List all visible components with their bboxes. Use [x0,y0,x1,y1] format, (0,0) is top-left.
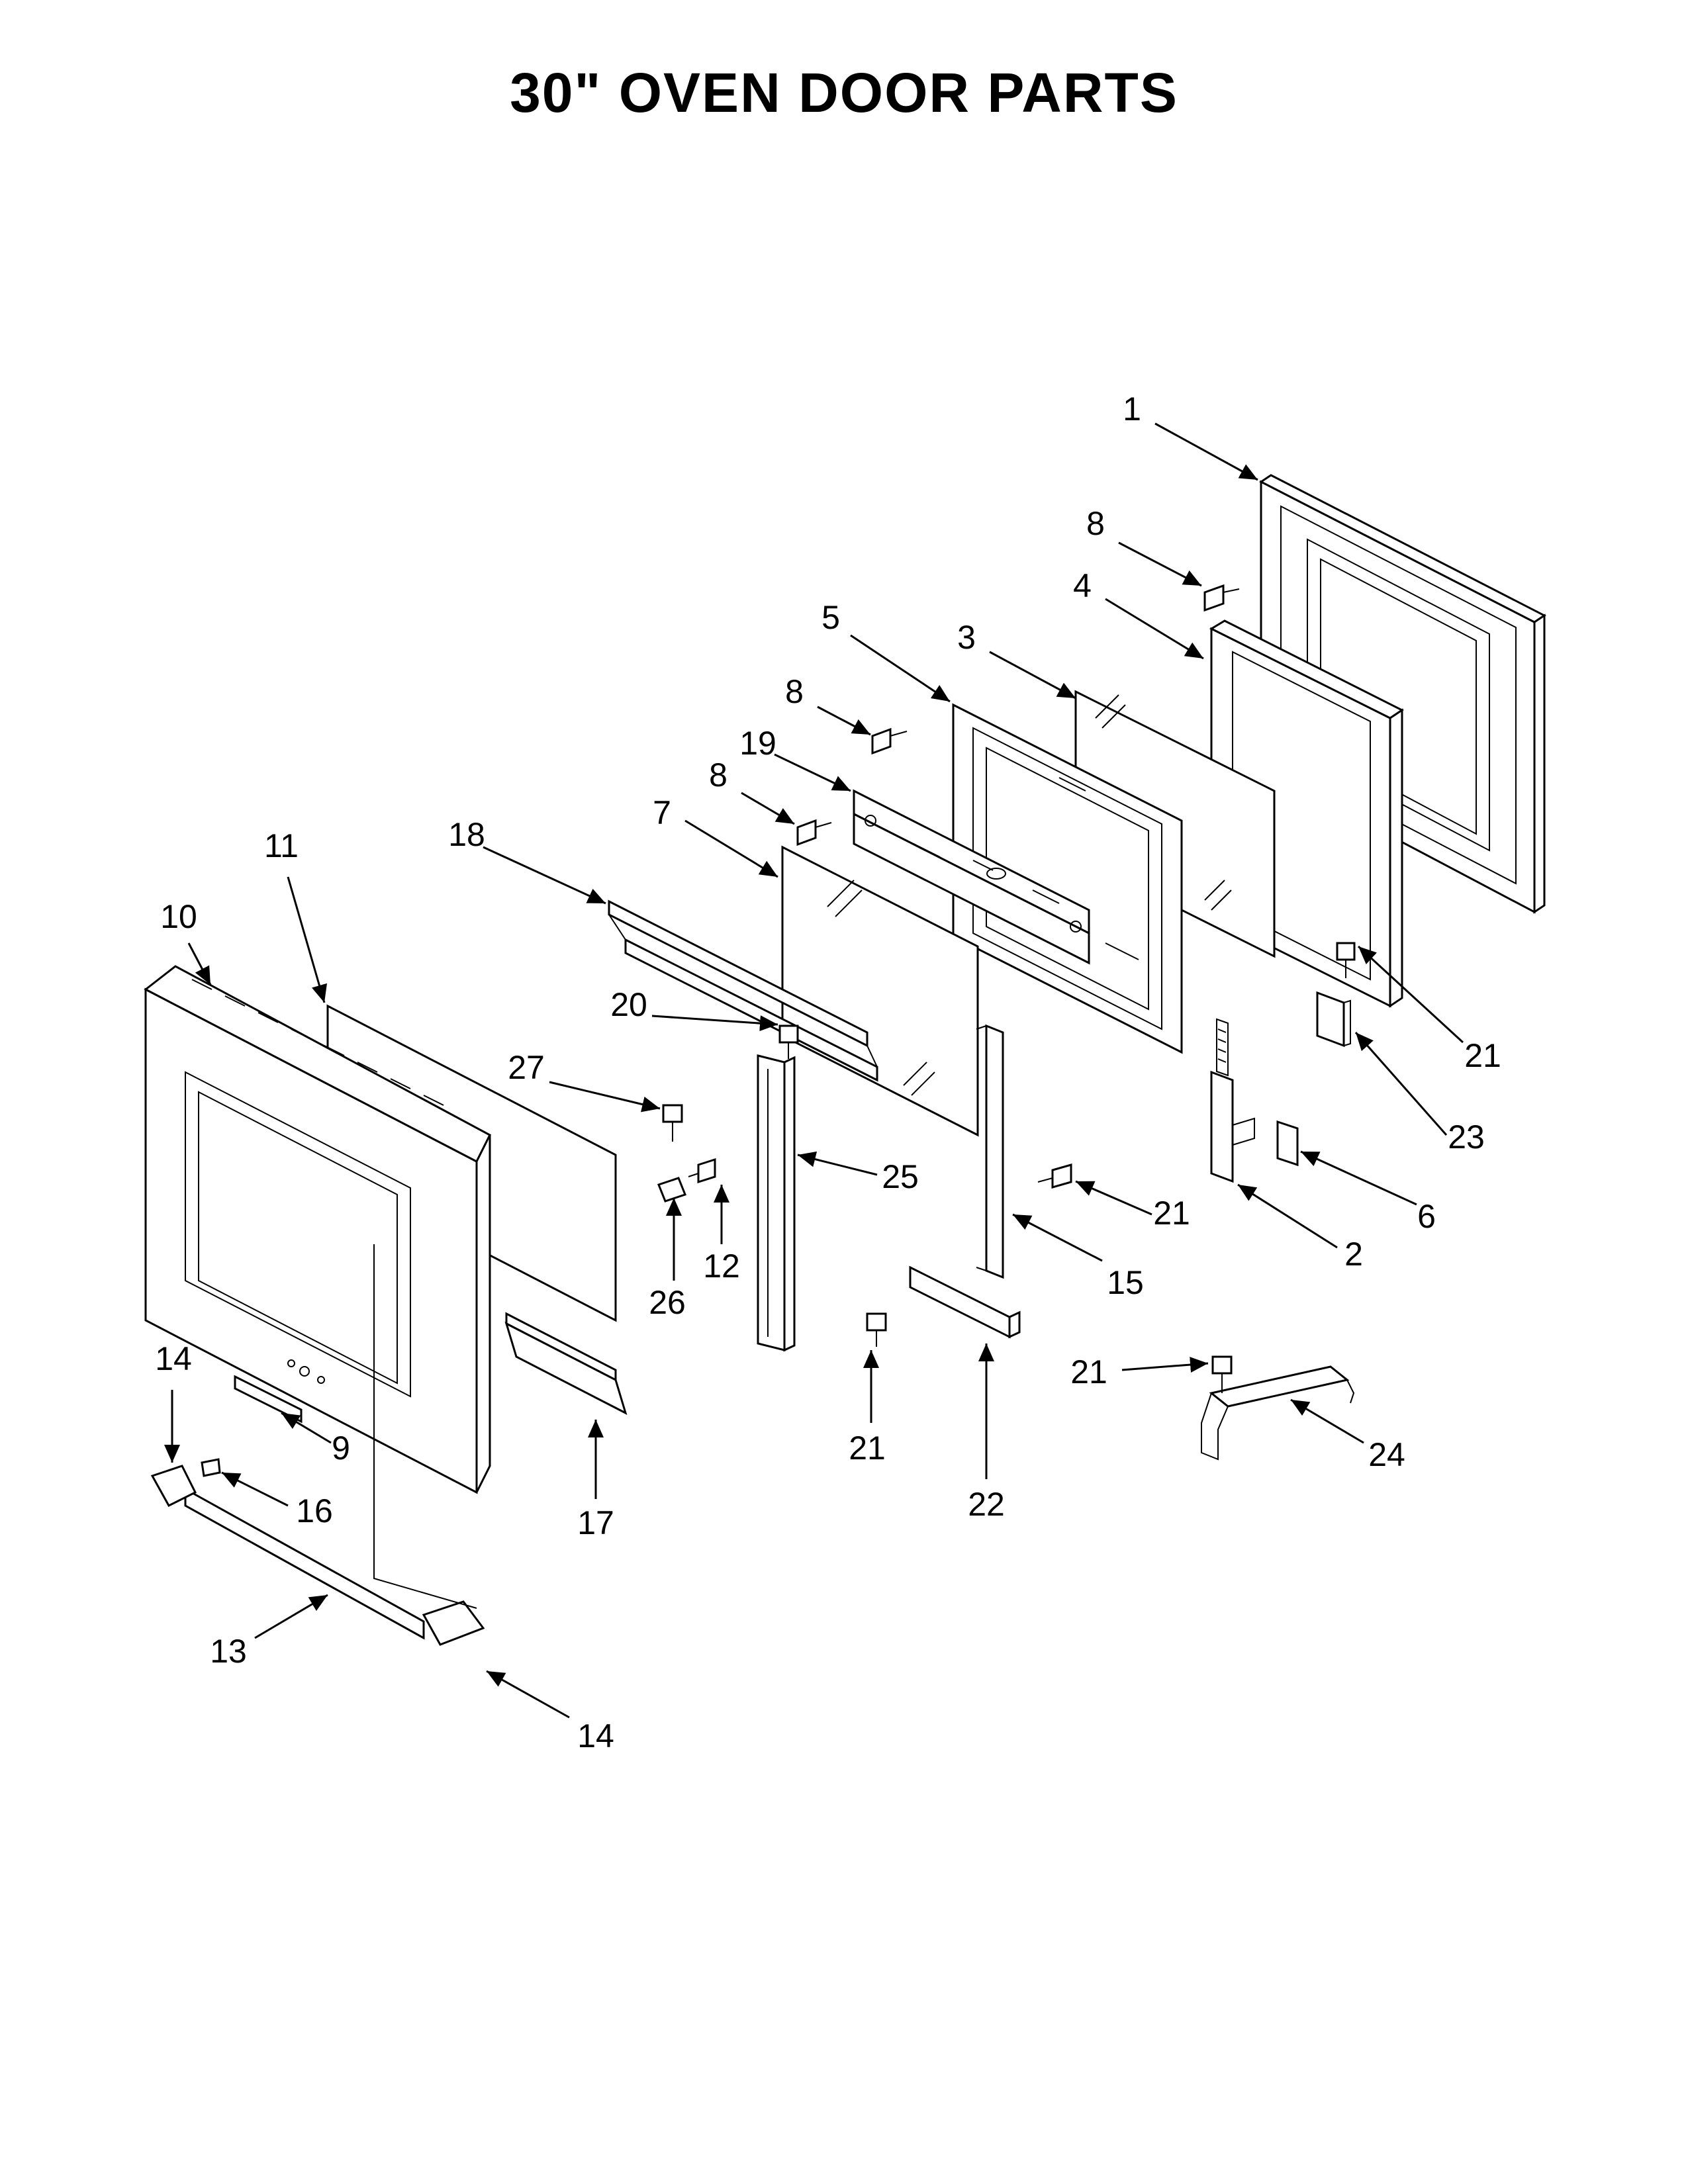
callout-21: 21 [1464,1037,1501,1074]
nut-26-icon [657,1177,686,1203]
screw-8c-icon [796,819,832,846]
callout-27: 27 [508,1049,545,1086]
part-glass-bracket [853,789,1090,965]
callout-18: 18 [448,816,485,853]
callout-24: 24 [1368,1436,1405,1473]
callout-9: 9 [332,1430,350,1467]
part-side-channel [757,1054,796,1352]
callout-21: 21 [1153,1195,1190,1232]
callout-15: 15 [1107,1264,1144,1301]
part-hinge-receptacle [1276,1120,1299,1167]
screw-21d-icon [1211,1355,1233,1393]
callout-13: 13 [210,1633,247,1670]
part-door-outer-panel [144,965,491,1494]
callout-12: 12 [703,1248,740,1285]
callout-21: 21 [1070,1353,1107,1390]
part-door-handle [150,1244,485,1646]
callout-23: 23 [1448,1118,1485,1156]
part-bottom-trim [504,1312,628,1415]
part-outer-glass [781,845,979,1137]
callout-7: 7 [653,794,671,831]
part-top-trim [608,899,878,1082]
callout-5: 5 [821,599,840,636]
part-small-bracket [1316,991,1351,1048]
callout-26: 26 [649,1284,686,1321]
callout-19: 19 [739,725,776,762]
callout-2: 2 [1344,1236,1363,1273]
callout-16: 16 [296,1492,333,1529]
callout-11: 11 [264,827,299,864]
part-bottom-bracket [909,1265,1021,1339]
callout-1: 1 [1123,390,1141,428]
bolt-12-icon [688,1158,716,1184]
callout-8: 8 [785,673,804,710]
part-mount-bracket [1201,1365,1355,1461]
callout-8: 8 [1086,505,1105,542]
callout-14: 14 [577,1717,614,1754]
callout-3: 3 [957,619,976,656]
part-nameplate-badge [234,1375,303,1424]
screw-8b-icon [871,727,908,755]
leader-lines [164,422,1464,1719]
callout-4: 4 [1073,567,1092,604]
screw-21b-icon [1037,1163,1072,1189]
callout-6: 6 [1417,1198,1436,1235]
screw-21a-icon [1336,942,1356,978]
callout-10: 10 [160,898,197,935]
screw-20-icon [778,1024,799,1059]
page-title: 30" OVEN DOOR PARTS [510,62,1178,124]
pin-16-icon [201,1458,221,1477]
callout-8: 8 [709,756,727,794]
screw-21c-icon [866,1312,887,1347]
part-hinge-bracket [976,1024,1004,1279]
part-door-hinge [1210,1018,1255,1183]
screw-8a-icon [1203,584,1240,612]
callout-20: 20 [610,986,647,1023]
part-glass-pack-frame [952,703,1183,1054]
callout-labels: 1 8 4 5 3 8 19 8 7 18 11 10 20 27 21 23 … [155,390,1501,1754]
callout-14: 14 [155,1340,192,1377]
callout-21: 21 [849,1430,886,1467]
callout-25: 25 [882,1158,919,1195]
callout-17: 17 [577,1504,614,1541]
callout-22: 22 [968,1486,1005,1523]
screw-27-icon [662,1104,683,1142]
